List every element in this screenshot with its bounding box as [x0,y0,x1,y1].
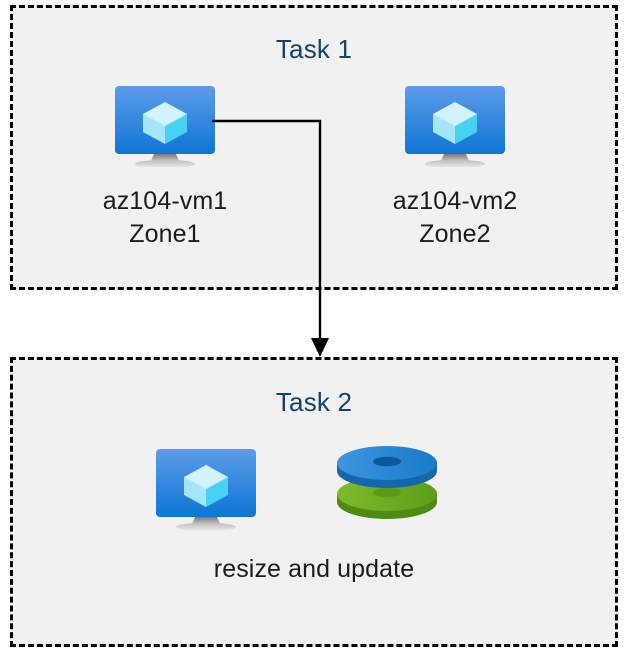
node-az104-vm2[interactable]: az104-vm2 Zone2 [340,85,570,251]
node-task2-disks[interactable] [335,444,439,535]
task-2-container: Task 2 [10,357,618,647]
node-label-line2: Zone2 [419,220,491,248]
task-2-caption: resize and update [213,555,415,583]
node-label-line1: az104-vm2 [392,187,518,215]
node-az104-vm1[interactable]: az104-vm1 Zone1 [40,85,290,251]
disk-blue [337,446,437,488]
managed-disks-icon [337,446,437,519]
node-task2-vm[interactable] [155,448,257,530]
node-label-line2: Zone1 [129,220,201,248]
virtual-machine-icon [115,86,215,167]
task-1-title: Task 1 [275,34,353,64]
node-label-line1: az104-vm1 [102,187,228,215]
task-2-title: Task 2 [275,387,353,417]
virtual-machine-icon [156,449,256,530]
virtual-machine-icon [405,86,505,167]
task-2-caption-wrap: resize and update [10,553,618,586]
